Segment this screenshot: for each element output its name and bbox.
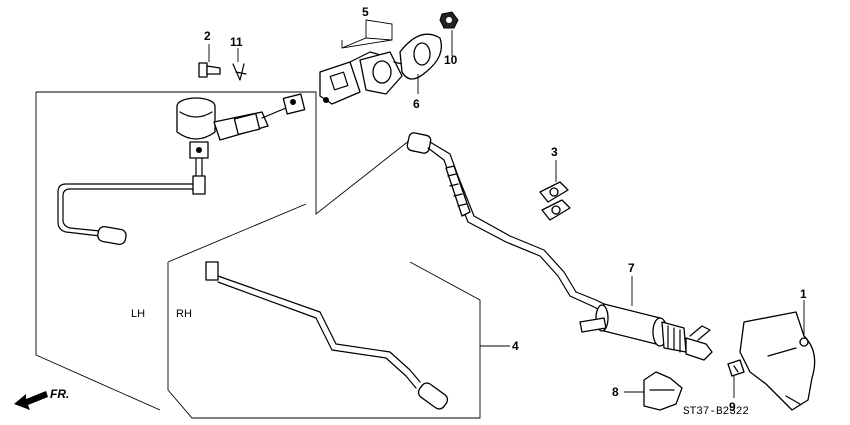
clip-part-11: [232, 63, 247, 81]
rh-clutch-pipe-part-4: [205, 261, 449, 410]
rh-frame: [167, 203, 481, 419]
front-direction-arrow: [14, 391, 48, 410]
callout-part-1: 1: [800, 287, 807, 301]
diagram-code: ST37-B2322: [683, 406, 749, 418]
lh-clutch-pipe: [57, 157, 206, 246]
callout-part-10: 10: [444, 53, 458, 67]
callout-part-5: 5: [362, 5, 369, 19]
clamp-part-3: [539, 181, 571, 221]
nut-part-10: [439, 11, 459, 29]
callout-part-4: 4: [512, 339, 519, 353]
callout-part-2: 2: [204, 29, 211, 43]
callout-part-11: 11: [230, 35, 243, 49]
lh-label: LH: [131, 308, 145, 320]
slave-cylinder-part-7: [579, 303, 713, 361]
front-label: FR.: [50, 387, 69, 401]
clip-part-9: [727, 359, 745, 377]
callout-part-3: 3: [551, 145, 558, 159]
heat-shield-part-1: [739, 311, 816, 411]
flange-part-5: [319, 51, 403, 105]
leader-lines: [208, 19, 805, 398]
gasket-part-6: [399, 33, 443, 80]
callout-part-7: 7: [628, 261, 635, 275]
lh-master-cylinder: [176, 93, 306, 159]
boot-part-8: [643, 371, 683, 411]
callout-part-6: 6: [413, 97, 420, 111]
clutch-hose: [406, 132, 613, 315]
callout-part-8: 8: [612, 385, 619, 399]
bolt-part-2: [198, 62, 221, 78]
callout-part-9: 9: [729, 400, 736, 414]
rh-label: RH: [176, 308, 192, 320]
lh-frame: [35, 91, 411, 411]
